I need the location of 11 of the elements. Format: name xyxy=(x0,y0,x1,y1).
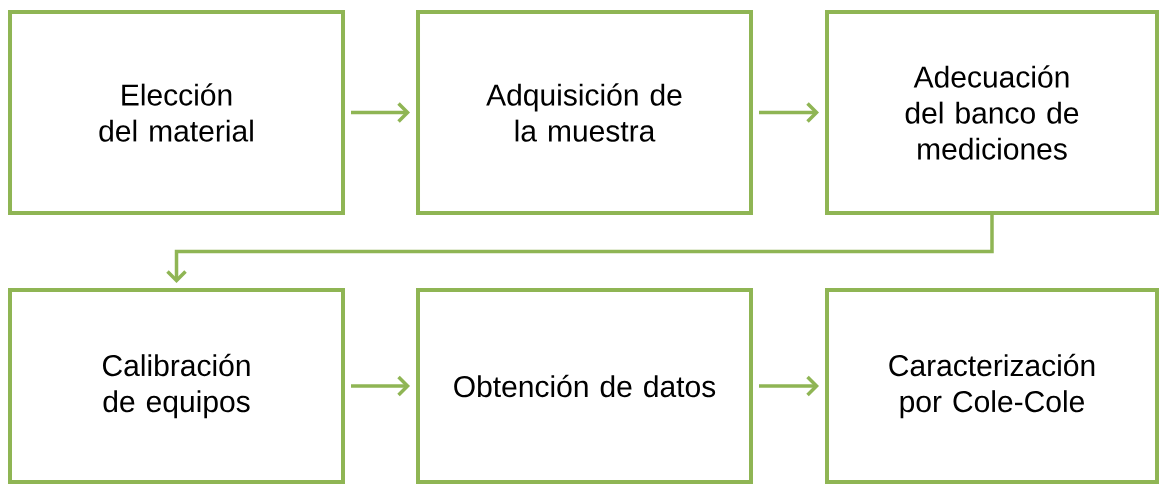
process-box: Adquisición de la muestra xyxy=(416,10,753,215)
arrow xyxy=(166,215,994,283)
process-box: Obtención de datos xyxy=(416,288,753,484)
arrow xyxy=(351,375,410,397)
arrow xyxy=(759,102,819,123)
process-box: Adecuación del banco de mediciones xyxy=(825,10,1159,215)
arrow xyxy=(351,102,410,123)
process-box: Calibración de equipos xyxy=(8,288,345,484)
arrow xyxy=(759,375,819,397)
process-box: Elección del material xyxy=(8,10,345,215)
process-box: Caracterización por Cole-Cole xyxy=(825,288,1159,484)
